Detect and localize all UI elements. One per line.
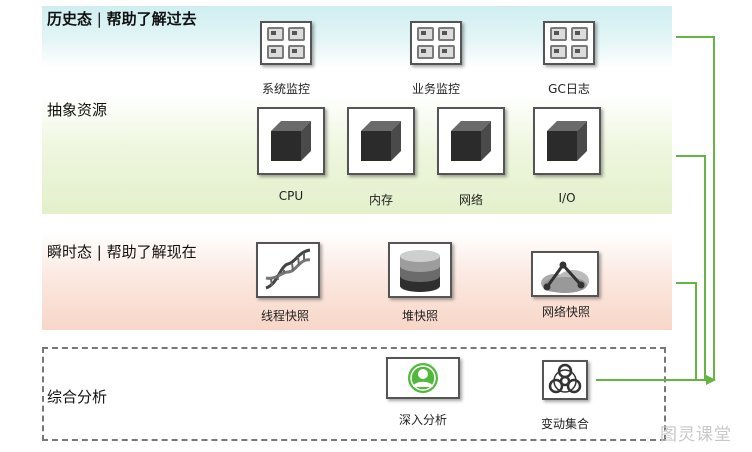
dashboard-grid-icon — [550, 27, 588, 59]
history-title-separator: | — [96, 10, 102, 28]
history-label-business-monitor: 业务监控 — [411, 82, 461, 96]
thread-snapshot-icon — [256, 242, 320, 298]
history-section-title: 历史态 | 帮助了解过去 — [47, 8, 197, 29]
network-resource-icon — [437, 107, 505, 175]
dashboard-grid-icon — [267, 27, 305, 59]
change-set-icon — [542, 360, 588, 400]
watermark-text: 图灵课堂 — [660, 425, 732, 445]
snapshot-title: 瞬时态 — [47, 243, 93, 261]
history-title: 历史态 — [47, 10, 93, 28]
cube-icon — [547, 121, 587, 161]
analysis-label-deep: 深入分析 — [398, 413, 448, 427]
deep-analysis-icon — [386, 357, 460, 399]
flow-line-history — [676, 36, 715, 380]
biohazard-icon — [548, 363, 582, 394]
cube-icon — [451, 121, 491, 161]
history-label-system-monitor: 系统监控 — [261, 82, 311, 96]
snapshot-title-separator: | — [96, 243, 102, 261]
abstract-label-network: 网络 — [458, 193, 484, 207]
memory-resource-icon — [347, 107, 415, 175]
snapshot-label-thread: 线程快照 — [260, 309, 310, 323]
snapshot-section-title: 瞬时态 | 帮助了解现在 — [47, 241, 197, 262]
network-snapshot-icon — [531, 251, 599, 297]
io-resource-icon — [533, 107, 601, 175]
history-subtitle: 帮助了解过去 — [106, 10, 197, 28]
heap-snapshot-icon — [388, 242, 452, 298]
analysis-section-box — [42, 347, 666, 441]
snapshot-subtitle: 帮助了解现在 — [106, 243, 197, 261]
cube-icon — [361, 121, 401, 161]
abstract-label-memory: 内存 — [368, 193, 394, 207]
history-label-gc-log: GC日志 — [548, 82, 590, 96]
abstract-section-title: 抽象资源 — [47, 99, 107, 120]
system-monitor-icon — [260, 21, 312, 65]
abstract-title: 抽象资源 — [47, 101, 108, 119]
flow-line-abstract — [676, 155, 706, 380]
dashboard-grid-icon — [417, 27, 455, 59]
flow-line-snapshot — [676, 282, 697, 380]
abstract-label-io: I/O — [558, 191, 576, 205]
snapshot-label-network: 网络快照 — [541, 305, 591, 319]
cube-icon — [271, 121, 311, 161]
dna-helix-icon — [265, 248, 311, 290]
abstract-label-cpu: CPU — [278, 189, 304, 203]
analysis-section-title: 综合分析 — [47, 386, 107, 407]
person-avatar-icon — [408, 363, 438, 393]
snapshot-label-heap: 堆快照 — [401, 309, 439, 323]
disk-stack-icon — [400, 250, 440, 292]
business-monitor-icon — [410, 21, 462, 65]
analysis-title: 综合分析 — [47, 388, 108, 406]
gc-log-icon — [543, 21, 595, 65]
network-cloud-icon — [541, 261, 589, 293]
cpu-resource-icon — [257, 107, 325, 175]
analysis-label-change-set: 变动集合 — [540, 417, 590, 431]
